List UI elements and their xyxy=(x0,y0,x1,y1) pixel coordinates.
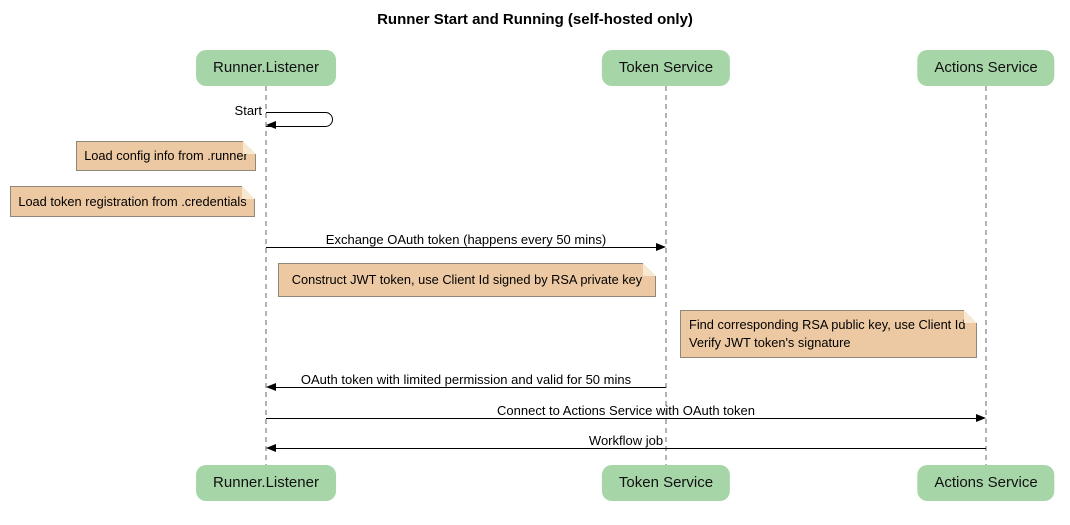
message-exchange-oauth-line xyxy=(266,247,657,249)
message-start-label: Start xyxy=(234,103,262,118)
arrowhead-left-icon xyxy=(266,383,276,391)
participant-token-service-top: Token Service xyxy=(601,50,731,86)
note-line: Verify JWT token's signature xyxy=(689,335,851,350)
message-connect-actions-label: Connect to Actions Service with OAuth to… xyxy=(497,403,755,418)
arrowhead-left-icon xyxy=(266,121,276,129)
note-line: Load config info from .runner xyxy=(84,148,248,163)
lifeline-runner-listener xyxy=(265,86,267,466)
note-line: Construct JWT token, use Client Id signe… xyxy=(291,272,643,287)
arrowhead-right-icon xyxy=(976,414,986,422)
message-workflow-job-line xyxy=(276,448,986,450)
note-construct-jwt: Construct JWT token, use Client Id signe… xyxy=(278,263,656,297)
arrowhead-right-icon xyxy=(656,243,666,251)
self-message-loop xyxy=(266,112,333,127)
message-workflow-job-label: Workflow job xyxy=(588,433,664,448)
note-find-rsa-key: Find corresponding RSA public key, use C… xyxy=(680,310,977,358)
note-load-config: Load config info from .runner xyxy=(76,141,256,171)
message-connect-actions-line xyxy=(266,418,977,420)
note-line: Load token registration from .credential… xyxy=(18,193,247,209)
note-load-token-registration: Load token registration from .credential… xyxy=(10,186,255,217)
diagram-title: Runner Start and Running (self-hosted on… xyxy=(377,11,693,28)
participant-runner-listener-bottom: Runner.Listener xyxy=(196,465,336,501)
arrowhead-left-icon xyxy=(266,444,276,452)
participant-actions-service-top: Actions Service xyxy=(917,50,1055,86)
participant-actions-service-bottom: Actions Service xyxy=(917,465,1055,501)
message-exchange-oauth-label: Exchange OAuth token (happens every 50 m… xyxy=(325,232,607,247)
message-oauth-return-label: OAuth token with limited permission and … xyxy=(300,372,632,387)
lifeline-actions-service xyxy=(985,86,987,466)
lifeline-token-service xyxy=(665,86,667,466)
note-line: Find corresponding RSA public key, use C… xyxy=(689,317,966,332)
message-oauth-return-line xyxy=(276,387,666,389)
participant-runner-listener-top: Runner.Listener xyxy=(196,50,336,86)
participant-token-service-bottom: Token Service xyxy=(601,465,731,501)
